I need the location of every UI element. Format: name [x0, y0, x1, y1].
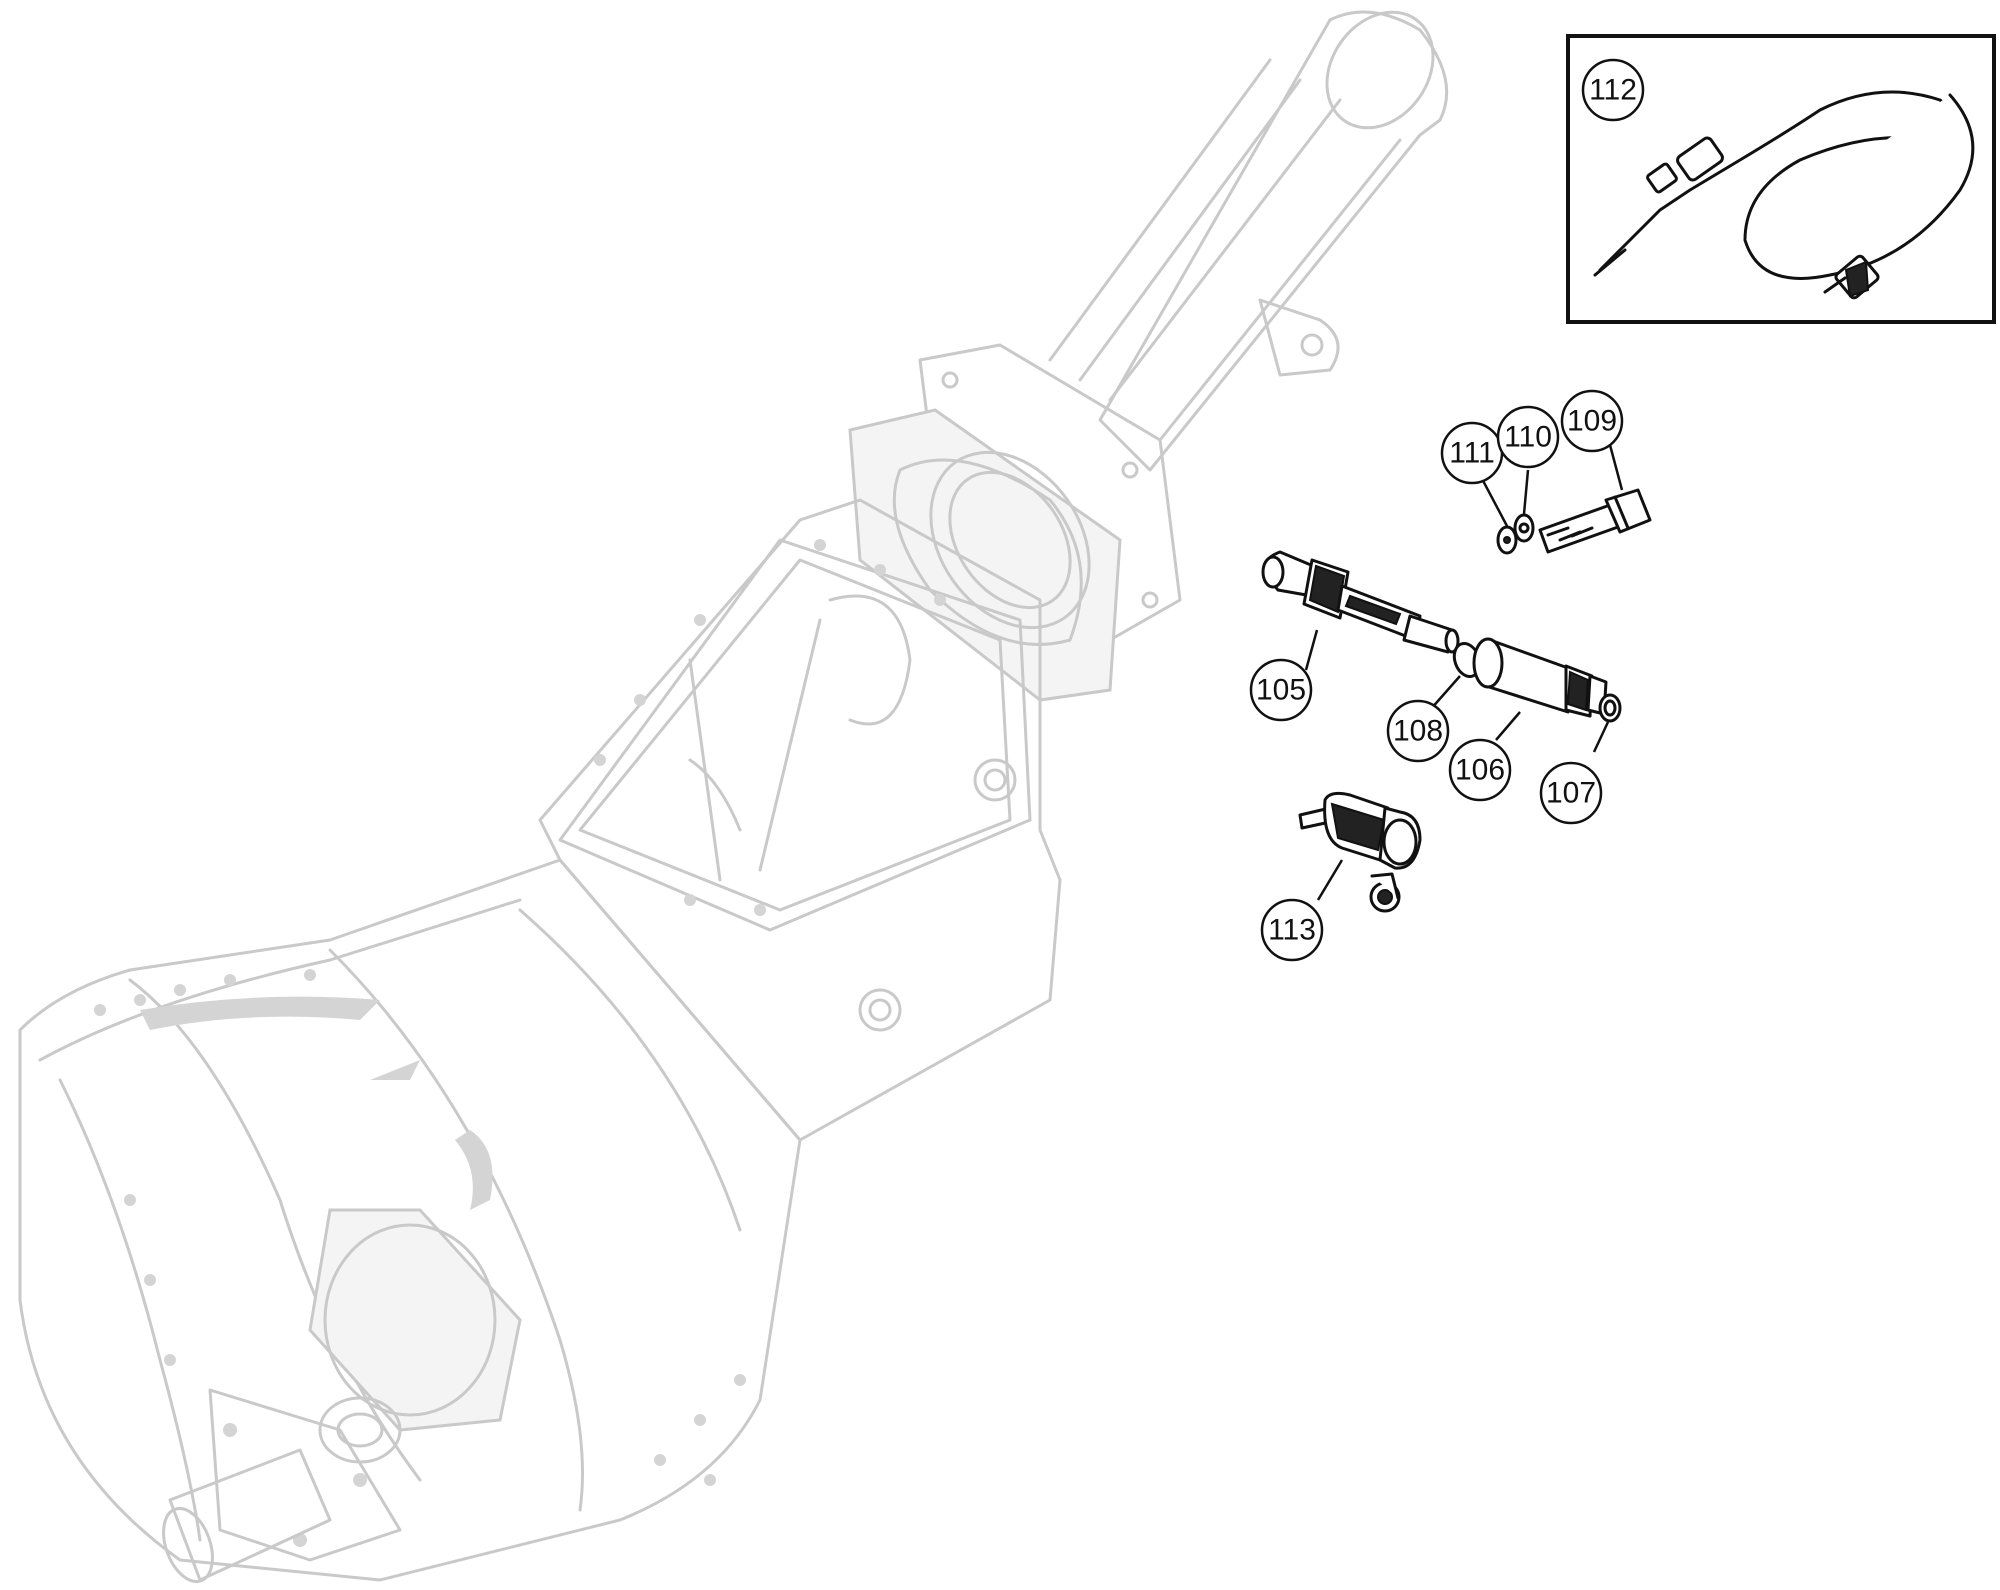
- callout-label-106: 106: [1455, 754, 1505, 787]
- speedometer-cable-inset: [1566, 34, 1996, 324]
- callout-112: 112: [1581, 58, 1645, 122]
- bolt-109: [1538, 488, 1652, 554]
- callout-110: 110: [1496, 405, 1560, 469]
- callout-label-105: 105: [1256, 674, 1306, 707]
- callout-label-113: 113: [1268, 914, 1316, 947]
- callout-111: 111: [1440, 421, 1504, 485]
- driven-gear-shaft-105: [1261, 550, 1460, 654]
- callout-108: 108: [1386, 699, 1450, 763]
- gearbox-housing-ghost: [18, 10, 1449, 1583]
- callout-105: 105: [1249, 658, 1313, 722]
- angle-drive-113: [1298, 791, 1422, 913]
- callout-label-110: 110: [1504, 421, 1552, 454]
- bolt-and-washers: [1496, 488, 1652, 555]
- callout-106: 106: [1448, 738, 1512, 802]
- callout-label-108: 108: [1393, 715, 1443, 748]
- bell-housing-bolt-holes: [94, 969, 746, 1486]
- pinion-housing-106: [1472, 637, 1608, 718]
- callout-label-111: 111: [1449, 437, 1495, 470]
- callout-label-107: 107: [1546, 777, 1596, 810]
- callout-label-109: 109: [1567, 405, 1617, 438]
- callout-label-112: 112: [1589, 74, 1637, 107]
- callout-107: 107: [1539, 761, 1603, 825]
- callout-109: 109: [1560, 389, 1624, 453]
- leader-lines: [1304, 444, 1624, 901]
- callout-113: 113: [1260, 898, 1324, 962]
- seal-107: [1598, 693, 1622, 723]
- case-bolt-holes: [594, 539, 946, 916]
